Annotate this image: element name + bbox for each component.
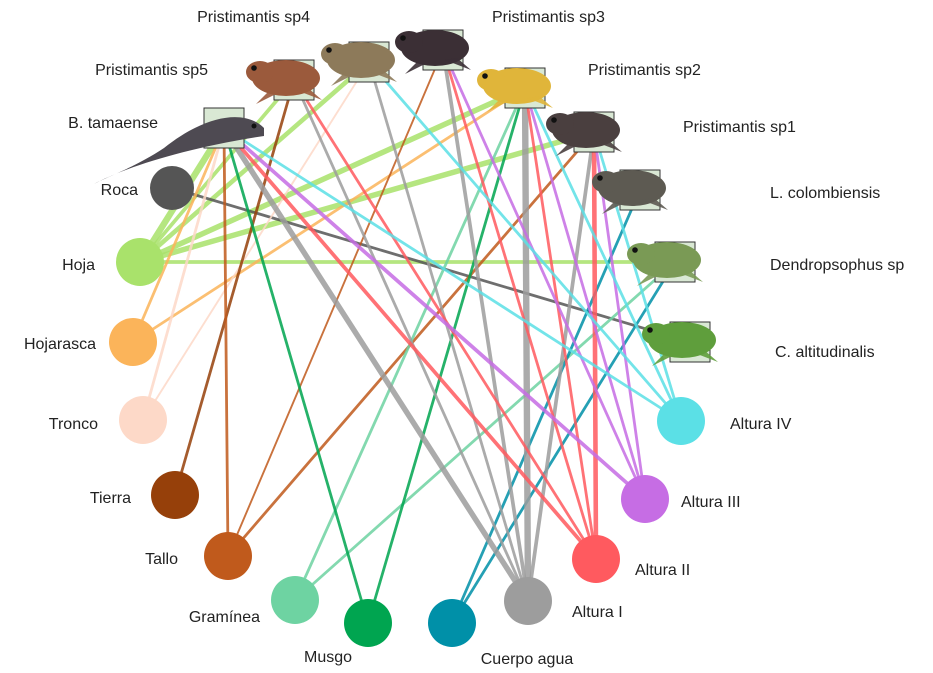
edge-alt1-btam: [224, 128, 528, 601]
habitat-label-alt3: Altura III: [681, 494, 741, 511]
habitat-label-alt4: Altura IV: [730, 416, 792, 433]
habitat-label-hoja: Hoja: [62, 257, 95, 274]
habitat-node-alt3: [621, 475, 669, 523]
habitat-label-cuerpo: Cuerpo agua: [481, 651, 574, 668]
habitat-node-hoja: [116, 238, 164, 286]
habitat-label-roca: Roca: [101, 182, 138, 199]
habitat-node-alt4: [657, 397, 705, 445]
edge-alt2-psp5: [294, 80, 596, 559]
species-label-btam: B. tamaense: [68, 115, 158, 132]
edge-alt2-psp1: [594, 132, 596, 559]
species-node-psp1: [546, 112, 622, 156]
species-label-psp4: Pristimantis sp4: [197, 9, 310, 26]
edge-tallo-btam: [224, 128, 228, 556]
edge-alt3-btam: [224, 128, 645, 499]
habitat-node-alt1: [504, 577, 552, 625]
habitat-label-tronco: Tronco: [49, 416, 98, 433]
edge-alt1-psp4: [369, 62, 528, 601]
habitat-label-musgo: Musgo: [304, 649, 352, 666]
species-label-psp3: Pristimantis sp3: [492, 9, 605, 26]
habitat-node-alt2: [572, 535, 620, 583]
species-node-psp5: [246, 60, 322, 104]
habitat-node-tronco: [119, 396, 167, 444]
habitat-node-hojarasca: [109, 318, 157, 366]
habitat-label-alt1: Altura I: [572, 604, 623, 621]
species-label-psp1: Pristimantis sp1: [683, 119, 796, 136]
species-label-dend: Dendropsophus sp: [770, 257, 904, 274]
habitat-label-graminea: Gramínea: [189, 609, 260, 626]
edge-alt1-psp2: [525, 88, 528, 601]
habitat-label-tallo: Tallo: [145, 551, 178, 568]
species-label-psp2: Pristimantis sp2: [588, 62, 701, 79]
species-label-calt: C. altitudinalis: [775, 344, 875, 361]
species-node-psp4: [321, 42, 397, 86]
habitat-label-alt2: Altura II: [635, 562, 690, 579]
species-node-psp3: [395, 30, 471, 74]
habitat-node-graminea: [271, 576, 319, 624]
habitat-node-tallo: [204, 532, 252, 580]
species-label-psp5: Pristimantis sp5: [95, 62, 208, 79]
habitat-node-musgo: [344, 599, 392, 647]
species-label-lcol: L. colombiensis: [770, 185, 880, 202]
habitat-label-hojarasca: Hojarasca: [24, 336, 96, 353]
habitat-node-roca: [150, 166, 194, 210]
habitat-node-cuerpo: [428, 599, 476, 647]
habitat-label-tierra: Tierra: [90, 490, 131, 507]
habitat-node-tierra: [151, 471, 199, 519]
